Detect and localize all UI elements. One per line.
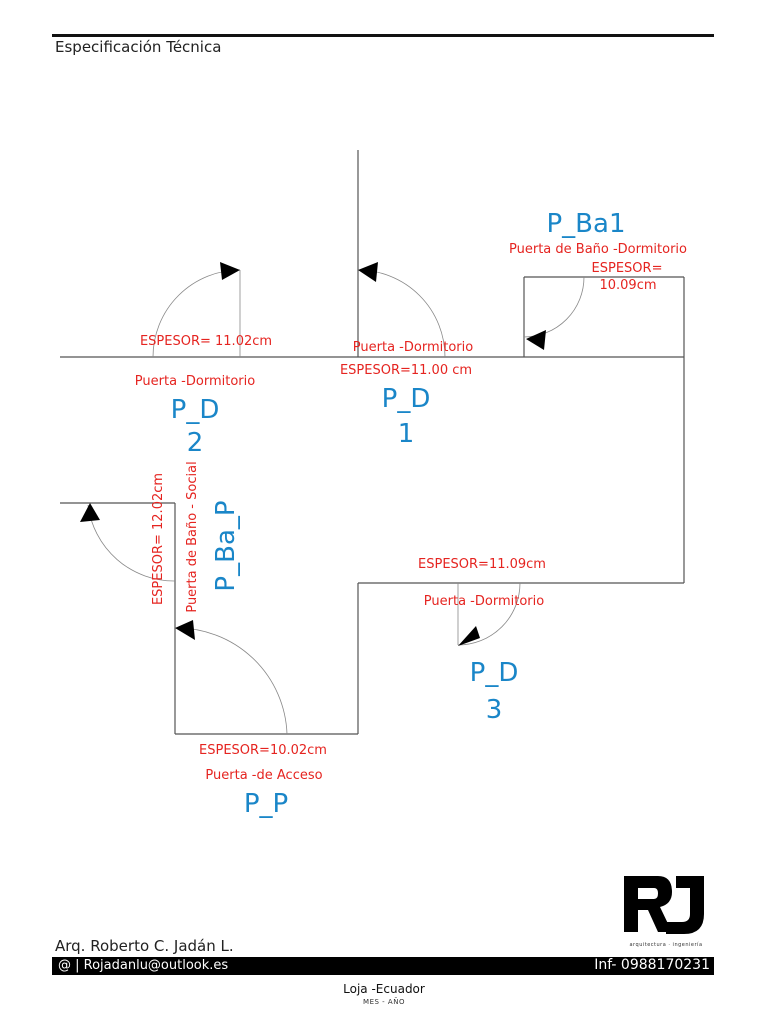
footer-phone: Inf- 0988170231 [594,957,710,973]
door-desc-pp: Puerta -de Acceso [205,768,322,783]
door-swing-pd2 [152,262,241,358]
page-title: Especificación Técnica [55,38,222,56]
footer-bar [52,957,714,975]
walls [60,150,685,735]
location: Loja -Ecuador [343,982,425,996]
door-espesor-pd2: ESPESOR= 11.02cm [140,334,272,349]
door-swing-pba1 [523,276,585,350]
door-espesor-pbap: ESPESOR= 12.02cm [151,473,166,605]
door-num-pd1: 1 [398,419,415,449]
door-code-pd3: P_D [470,658,519,688]
door-desc-pbap: Puerta de Baño - Social [185,461,200,612]
footer-email: @ | Rojadanlu@outlook.es [58,958,229,973]
door-code-pbap: P_Ba_P [211,500,241,591]
author-name: Arq. Roberto C. Jadán L. [55,937,234,955]
rj-logo [624,876,704,934]
door-num-pd2: 2 [187,428,204,458]
door-code-pba1: P_Ba1 [547,209,626,239]
door-num-pd3: 3 [486,695,503,725]
door-espesor-value-pba1: 10.09cm [599,278,656,293]
door-espesor-pd3: ESPESOR=11.09cm [418,557,546,572]
header-rule [52,34,714,37]
door-code-pd1: P_D [382,384,431,414]
door-desc-pd1: Puerta -Dormitorio [353,340,473,355]
logo-subtitle: arquitectura · ingeniería [629,942,703,948]
door-code-pd2: P_D [171,395,220,425]
door-espesor-pp: ESPESOR=10.02cm [199,743,327,758]
door-desc-pd2: Puerta -Dormitorio [135,374,255,389]
date-placeholder: MES - AÑO [363,998,405,1006]
door-swing-pbap [80,503,176,582]
door-swing-pd1 [357,262,446,358]
door-desc-pba1: Puerta de Baño -Dormitorio [509,242,687,257]
door-code-pp: P_P [244,789,288,819]
door-espesor-pd1: ESPESOR=11.00 cm [340,363,472,378]
door-desc-pd3: Puerta -Dormitorio [424,594,544,609]
door-espesor-label-pba1: ESPESOR= [592,261,663,276]
door-swing-pp [174,620,288,735]
door-swing-pd3 [457,582,521,646]
